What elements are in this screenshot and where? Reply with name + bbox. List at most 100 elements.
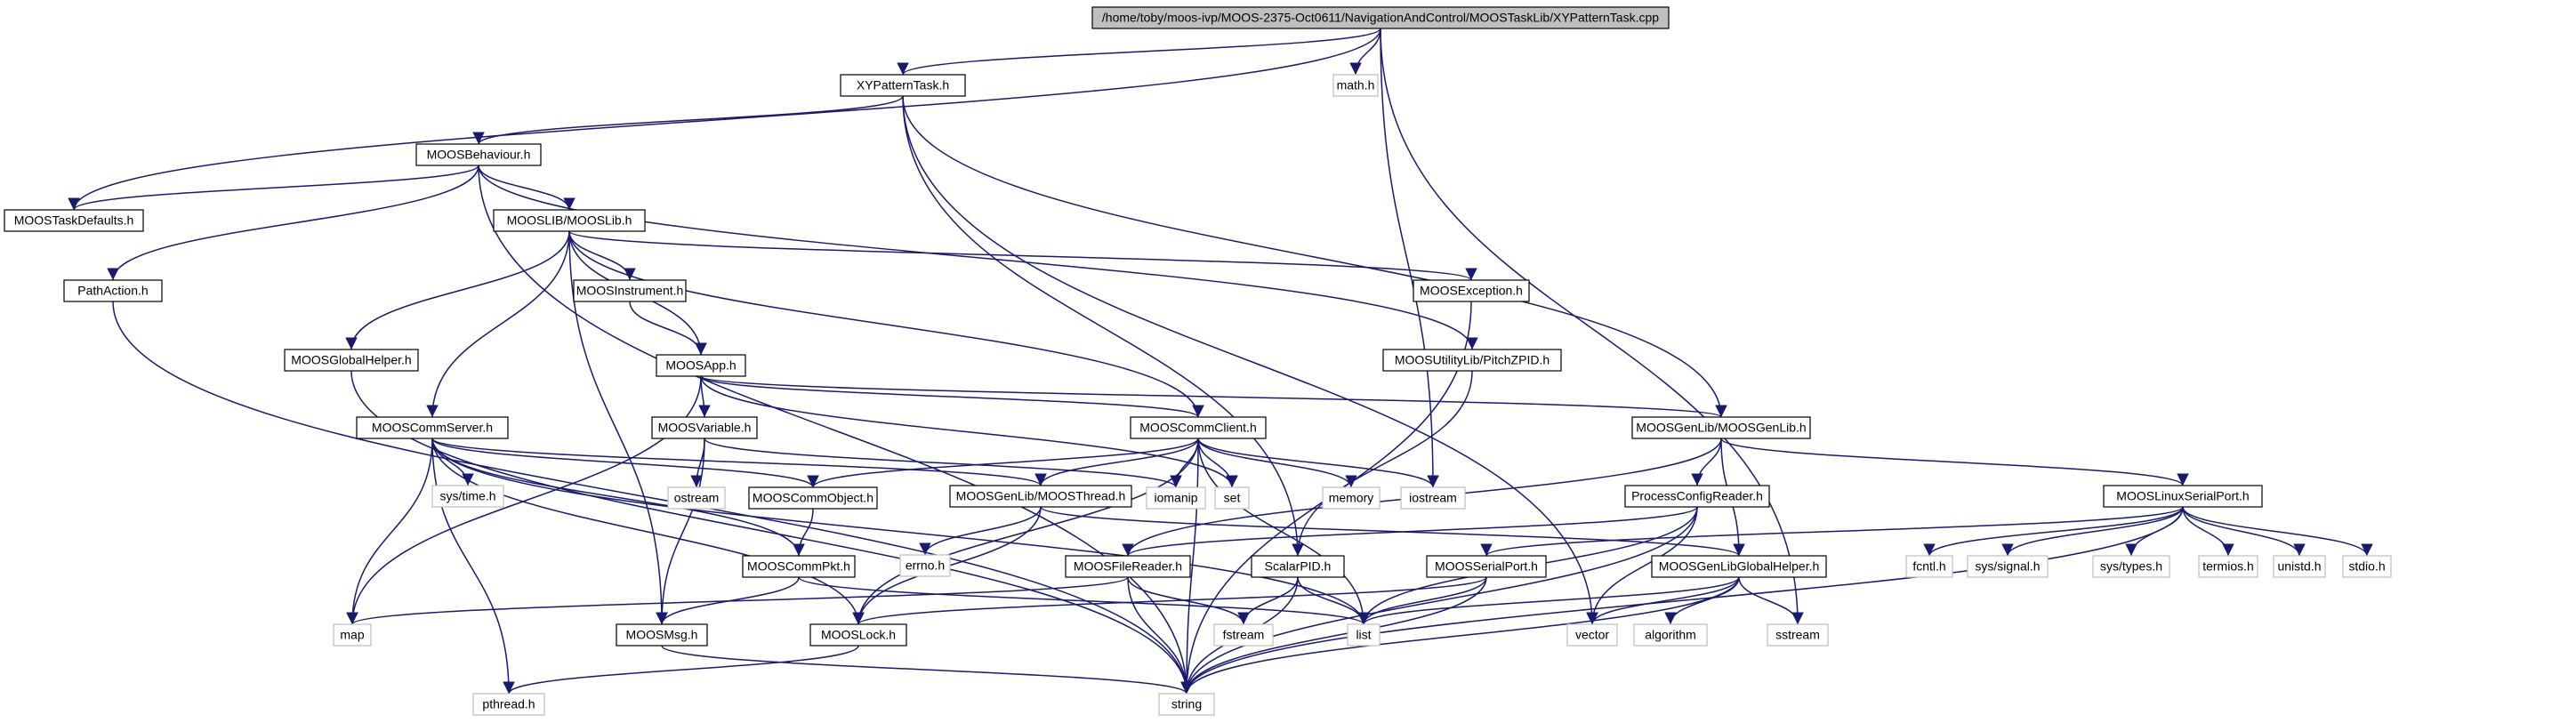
node-mooscommpkt-h[interactable]: MOOSCommPkt.h xyxy=(742,555,856,578)
node-box xyxy=(1214,486,1250,510)
node-mooscommobject-h[interactable]: MOOSCommObject.h xyxy=(748,486,878,510)
node-moosinstrument-h[interactable]: MOOSInstrument.h xyxy=(573,279,687,302)
edge-xy-to-beh xyxy=(472,95,904,145)
edge-beh-to-pathaction xyxy=(107,165,479,281)
edge-beh-to-taskdef xyxy=(68,165,479,211)
node-box xyxy=(1332,74,1379,97)
node-moosfilereader-h[interactable]: MOOSFileReader.h xyxy=(1065,555,1191,578)
node-label: MOOSFileReader.h xyxy=(1074,559,1182,574)
node-mooscommclient-h[interactable]: MOOSCommClient.h xyxy=(1130,416,1267,439)
node-box xyxy=(748,486,878,510)
edge-linuxserial-to-unistd xyxy=(2182,506,2306,557)
node-moosmsg-h[interactable]: MOOSMsg.h xyxy=(616,623,708,647)
node-box xyxy=(656,354,746,377)
node-box xyxy=(1065,555,1191,578)
edge-commclient-to-list xyxy=(1197,438,1370,625)
node-label: ostream xyxy=(674,491,720,505)
node-box xyxy=(415,143,542,166)
edge-thread-to-genlibhelper xyxy=(1040,506,1745,557)
node-home-toby-moos-ivp-moos-2375-oct0611-navigationandcontrol-moostasklib-xypatterntask-cpp[interactable]: /home/toby/moos-ivp/MOOS-2375-Oct0611/Na… xyxy=(1091,6,1670,29)
node-sys-signal-h: sys/signal.h xyxy=(1967,555,2049,578)
edge-commserver-to-thread xyxy=(431,438,1047,486)
node-moosbehaviour-h[interactable]: MOOSBehaviour.h xyxy=(415,143,542,166)
node-map: map xyxy=(333,623,372,647)
node-box xyxy=(1426,555,1547,578)
node-box xyxy=(2198,555,2258,578)
edge-genlibhelper-to-list xyxy=(1357,576,1740,625)
node-label: sstream xyxy=(1775,628,1820,642)
edge-genlibhelper-to-sstream xyxy=(1738,576,1804,625)
edge-linuxserial-to-stdio xyxy=(2182,506,2373,557)
node-label: MOOSBehaviour.h xyxy=(427,148,531,162)
node-moosvariable-h[interactable]: MOOSVariable.h xyxy=(651,416,758,439)
node-box xyxy=(651,416,758,439)
node-label: unistd.h xyxy=(2277,559,2321,574)
node-moosglobalhelper-h[interactable]: MOOSGlobalHelper.h xyxy=(284,349,419,372)
node-box xyxy=(1251,555,1345,578)
node-pathaction-h[interactable]: PathAction.h xyxy=(63,279,163,302)
node-box xyxy=(472,693,545,716)
node-box xyxy=(840,74,966,97)
edge-xy-to-genlib xyxy=(902,95,1727,418)
node-moosexception-h[interactable]: MOOSException.h xyxy=(1413,279,1530,302)
node-box xyxy=(949,485,1132,508)
node-label: pthread.h xyxy=(482,697,535,711)
edge-pathaction-to-string xyxy=(112,301,1193,695)
edge-xy-to-scalarpid xyxy=(902,95,1304,557)
node-moosgenlibglobalhelper-h[interactable]: MOOSGenLibGlobalHelper.h xyxy=(1651,555,1827,578)
node-moosapp-h[interactable]: MOOSApp.h xyxy=(656,354,746,377)
node-box xyxy=(356,416,509,439)
node-box xyxy=(1905,555,1953,578)
node-label: MOOSGlobalHelper.h xyxy=(291,353,411,367)
node-processconfigreader-h[interactable]: ProcessConfigReader.h xyxy=(1624,485,1770,508)
node-box xyxy=(1566,623,1618,647)
edge-moosliblib-to-moosmsg xyxy=(568,230,668,625)
edge-commclient-to-string xyxy=(1180,438,1199,695)
edge-linuxserial-to-fcntl xyxy=(1923,506,2184,557)
node-box xyxy=(573,279,687,302)
node-iomanip: iomanip xyxy=(1146,486,1206,510)
node-moosutilitylib-pitchzpid-h[interactable]: MOOSUtilityLib/PitchZPID.h xyxy=(1382,349,1562,372)
node-box xyxy=(1322,486,1381,510)
node-box xyxy=(431,485,504,508)
node-mooslinuxserialport-h[interactable]: MOOSLinuxSerialPort.h xyxy=(2103,485,2263,508)
node-label: termios.h xyxy=(2202,559,2254,574)
node-xypatterntask-h[interactable]: XYPatternTask.h xyxy=(840,74,966,97)
node-fstream: fstream xyxy=(1213,623,1274,647)
node-label: MOOSSerialPort.h xyxy=(1435,559,1538,574)
node-label: sys/types.h xyxy=(2100,559,2162,574)
node-label: vector xyxy=(1575,628,1609,642)
edge-linuxserial-to-termios xyxy=(2182,506,2234,557)
edge-serialport-to-list xyxy=(1357,576,1487,625)
node-set: set xyxy=(1214,486,1250,510)
node-label: stdio.h xyxy=(2348,559,2385,574)
edge-app-to-commclient xyxy=(700,375,1204,418)
node-box xyxy=(1158,693,1215,716)
node-mooslib-mooslib-h[interactable]: MOOSLIB/MOOSLib.h xyxy=(493,209,646,232)
node-label: MOOSUtilityLib/PitchZPID.h xyxy=(1395,353,1550,367)
edge-thread-to-errno xyxy=(919,506,1042,556)
edge-scalarpid-to-fstream xyxy=(1237,576,1299,625)
node-box xyxy=(1091,6,1670,29)
node-box xyxy=(1382,349,1562,372)
node-moosserialport-h[interactable]: MOOSSerialPort.h xyxy=(1426,555,1547,578)
node-label: MOOSCommObject.h xyxy=(753,491,873,505)
node-moosgenlib-moosthread-h[interactable]: MOOSGenLib/MOOSThread.h xyxy=(949,485,1132,508)
node-mooslock-h[interactable]: MOOSLock.h xyxy=(809,623,907,647)
node-box xyxy=(1631,416,1811,439)
node-label: math.h xyxy=(1337,78,1375,92)
node-mooscommserver-h[interactable]: MOOSCommServer.h xyxy=(356,416,509,439)
node-label: MOOSCommClient.h xyxy=(1139,421,1256,435)
node-termios-h: termios.h xyxy=(2198,555,2258,578)
edge-moosmsg-to-string xyxy=(661,645,1193,695)
node-moostaskdefaults-h[interactable]: MOOSTaskDefaults.h xyxy=(4,209,144,232)
node-label: XYPatternTask.h xyxy=(857,78,949,92)
node-label: MOOSVariable.h xyxy=(658,421,752,435)
edge-genlibhelper-to-vector xyxy=(1586,576,1740,625)
node-scalarpid-h[interactable]: ScalarPID.h xyxy=(1251,555,1345,578)
node-box xyxy=(616,623,708,647)
node-moosgenlib-moosgenlib-h[interactable]: MOOSGenLib/MOOSGenLib.h xyxy=(1631,416,1811,439)
edge-root-to-xy xyxy=(897,28,1381,76)
edge-genlib-to-linuxserial xyxy=(1720,438,2189,486)
node-box xyxy=(333,623,372,647)
